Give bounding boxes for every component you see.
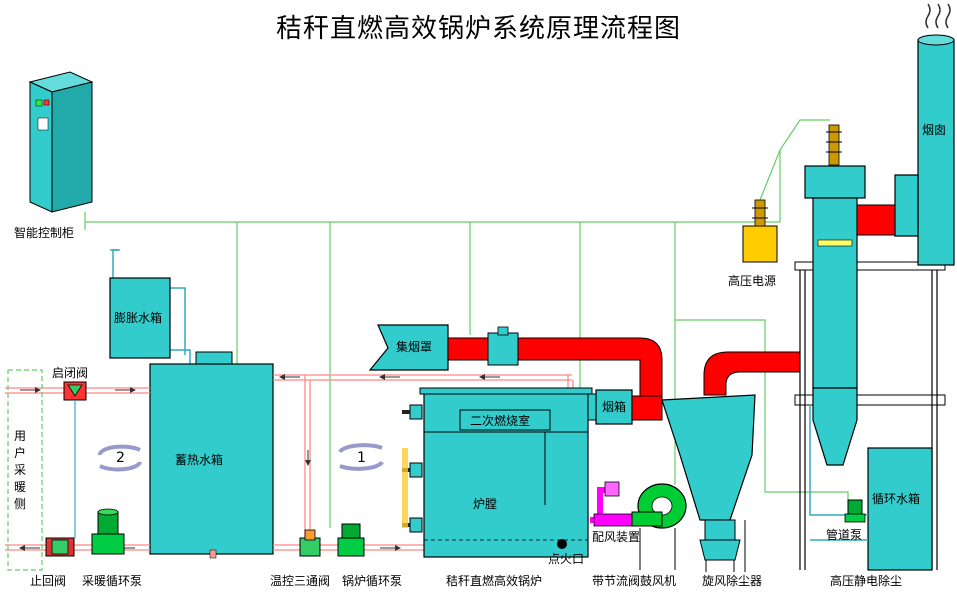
esp-structure [794, 165, 946, 570]
label-heat-storage-tank: 蓄热水箱 [175, 453, 224, 467]
circ-water-tank [867, 447, 933, 571]
label-on-off-valve: 启闭阀 [52, 366, 89, 380]
heating-circ-pump [91, 508, 125, 555]
esp-insulator [826, 124, 842, 166]
secondary-chamber-box [459, 409, 551, 431]
boiler-circ-pump [337, 523, 365, 557]
diagram-title: 秸秆直燃高效锅炉系统原理流程图 [275, 14, 681, 44]
label-control-cabinet: 智能控制柜 [14, 226, 75, 240]
ignition-port-icon [557, 539, 567, 549]
label-esp: 高压静电除尘 [830, 574, 903, 588]
heat-storage-tank-lid [195, 351, 233, 365]
label-chimney: 烟囱 [922, 123, 947, 137]
label-loop-1: 1 [357, 450, 366, 466]
label-ignition-port: 点火口 [548, 552, 585, 566]
flue-cyclone-esp [703, 351, 801, 396]
control-wiring [84, 119, 849, 528]
three-way-valve [299, 529, 321, 557]
smoke-hood [368, 324, 449, 371]
label-hv-power: 高压电源 [728, 274, 777, 288]
loop-2-arrows [98, 444, 142, 472]
expansion-tank-pipes [110, 249, 191, 365]
cyclone [661, 394, 756, 572]
on-off-valve [63, 381, 87, 538]
flue-damper [487, 326, 519, 366]
expansion-tank [109, 277, 171, 359]
label-air-distribution: 配风装置 [592, 530, 641, 544]
label-cyclone: 旋风除尘器 [702, 574, 763, 588]
label-smoke-hood: 集烟罩 [396, 340, 433, 354]
label-user-heating-side: 用户采暖侧 [13, 429, 26, 511]
user-heating-side-box [7, 369, 43, 571]
label-loop-2: 2 [116, 450, 125, 466]
label-pipeline-pump: 管道泵 [826, 528, 863, 542]
label-boiler-circ-pump: 锅炉循环泵 [342, 574, 403, 588]
flue-esp-chimney [856, 204, 896, 236]
label-blower: 带节流阀鼓风机 [592, 574, 677, 588]
label-secondary-chamber: 二次燃烧室 [470, 414, 531, 428]
flue-to-cyclone [631, 395, 663, 421]
blower [631, 483, 687, 570]
label-three-way-valve: 温控三通阀 [270, 574, 331, 588]
air-distribution [590, 481, 635, 527]
label-circ-water-tank: 循环水箱 [872, 492, 921, 506]
label-check-valve: 止回阀 [30, 574, 67, 588]
pipeline-pump [844, 499, 866, 523]
hv-power-supply [742, 199, 778, 263]
chimney [894, 3, 955, 266]
check-valve [45, 537, 75, 557]
label-boiler: 秸秆直燃高效锅炉 [446, 574, 543, 588]
label-heating-circ-pump: 采暖循环泵 [82, 574, 143, 588]
label-smoke-box: 烟箱 [602, 400, 627, 414]
control-cabinet [28, 71, 94, 213]
label-furnace: 炉膛 [473, 497, 498, 511]
loop-1-arrows [338, 443, 384, 471]
label-expansion-tank: 膨胀水箱 [114, 311, 163, 325]
